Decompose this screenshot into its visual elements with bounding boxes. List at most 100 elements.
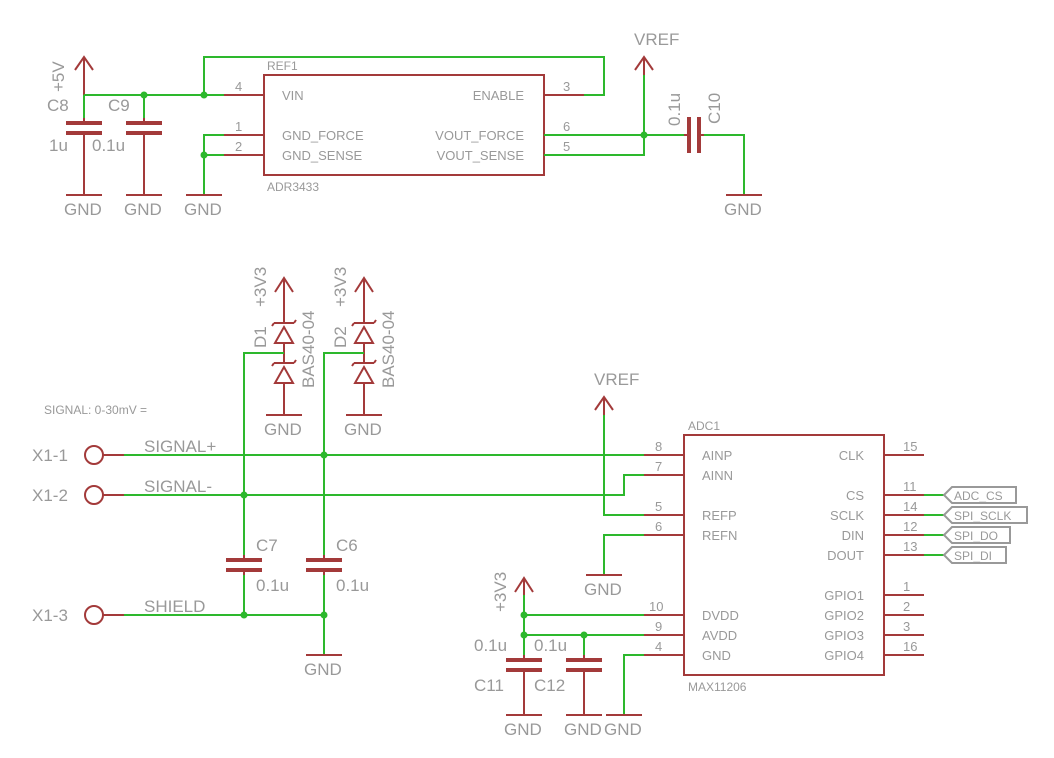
ref1-pin-enable: ENABLE — [473, 88, 525, 103]
ref1-pin-gnd-sense: GND_SENSE — [282, 148, 363, 163]
junction — [240, 611, 248, 619]
svg-text:GND: GND — [304, 660, 342, 679]
junction — [320, 611, 328, 619]
adc1-chip: ADC1 MAX11206 8 7 5 6 10 — [644, 419, 924, 694]
adc-cs-label: ADC_CS — [954, 489, 1003, 503]
gnd-symbol: GND — [264, 414, 302, 439]
vref-net-wires — [544, 75, 745, 195]
adc1-name: ADC1 — [688, 419, 720, 433]
svg-text:GND: GND — [64, 200, 102, 219]
adc1-part: MAX11206 — [688, 680, 747, 694]
d2-name: D2 — [331, 326, 350, 348]
net-label-spi-sclk: SPI_SCLK — [942, 506, 1028, 524]
spi-di-label: SPI_DI — [954, 549, 992, 563]
adc-supply-label: +3V3 — [491, 572, 510, 612]
junction — [140, 91, 148, 99]
vref-supply-symbol: VREF — [594, 370, 639, 415]
adc1-pin-gnd: GND — [702, 648, 731, 663]
adc1-pin-cs: CS — [846, 488, 864, 503]
svg-text:GND: GND — [124, 200, 162, 219]
vref-label-top: VREF — [634, 30, 679, 49]
gnd-symbol: GND — [564, 714, 602, 739]
connector-x1-2: X1-2 — [32, 485, 124, 505]
svg-text:13: 13 — [903, 539, 917, 554]
capacitor-c6: C6 0.1u — [306, 536, 369, 595]
c7-value: 0.1u — [256, 576, 289, 595]
svg-text:10: 10 — [649, 599, 663, 614]
connector-x1-3: X1-3 — [32, 605, 124, 625]
vref-label-adc: VREF — [594, 370, 639, 389]
ref1-name: REF1 — [267, 59, 298, 73]
c11-value: 0.1u — [474, 636, 507, 655]
adc1-pin-dvdd: DVDD — [702, 608, 739, 623]
d2-supply-label: +3V3 — [331, 267, 350, 307]
c11-name: C11 — [474, 676, 504, 695]
net-shield: SHIELD — [144, 597, 205, 616]
svg-text:15: 15 — [903, 439, 917, 454]
ref-gnd-wires — [200, 134, 264, 195]
svg-text:4: 4 — [235, 79, 242, 94]
ref1-chip: REF1 ADR3433 4 1 2 3 6 5 VIN GND_FORCE G… — [224, 59, 584, 194]
spi-sclk-label: SPI_SCLK — [954, 509, 1011, 523]
svg-text:GND: GND — [604, 720, 642, 739]
input-section: SIGNAL: 0-30mV = +3V3 D1 BAS40-04 GN — [32, 267, 684, 679]
junction — [640, 131, 648, 139]
c7-name: C7 — [256, 536, 278, 555]
svg-text:GND: GND — [564, 720, 602, 739]
adc1-pin-din: DIN — [842, 528, 864, 543]
svg-text:1: 1 — [235, 119, 242, 134]
junction — [240, 491, 248, 499]
net-label-adc-cs: ADC_CS — [942, 486, 1017, 504]
c9-value: 0.1u — [92, 136, 125, 155]
junction — [200, 151, 208, 159]
voltage-reference-section: +5V C8 1u C9 0.1u — [47, 30, 762, 219]
signal-wires: SIGNAL+ SIGNAL- SHIELD — [124, 437, 684, 655]
vin-net-wires — [83, 56, 605, 118]
net-signal-pos: SIGNAL+ — [144, 437, 216, 456]
junction — [580, 631, 588, 639]
adc1-pin-gpio1: GPIO1 — [824, 588, 864, 603]
c6-name: C6 — [336, 536, 358, 555]
svg-text:GND: GND — [184, 200, 222, 219]
svg-text:GND: GND — [724, 200, 762, 219]
svg-text:6: 6 — [655, 519, 662, 534]
ref1-pin-vout-sense: VOUT_SENSE — [437, 148, 525, 163]
p5v-label: +5V — [49, 61, 68, 92]
adc1-pin-clk: CLK — [839, 448, 865, 463]
adc1-pin-refn: REFN — [702, 528, 737, 543]
adc1-pin-ainn: AINN — [702, 468, 733, 483]
net-label-spi-di: SPI_DI — [942, 546, 1007, 564]
signal-note: SIGNAL: 0-30mV = — [44, 403, 147, 417]
diode-tap-wires — [243, 352, 364, 555]
adc1-pin-gpio4: GPIO4 — [824, 648, 864, 663]
x1-2-label: X1-2 — [32, 486, 68, 505]
net-label-spi-do: SPI_DO — [942, 526, 1011, 544]
gnd-symbol: GND — [64, 194, 102, 219]
svg-text:GND: GND — [584, 580, 622, 599]
c6-value: 0.1u — [336, 576, 369, 595]
c8-value: 1u — [49, 136, 68, 155]
gnd-symbol: GND — [504, 714, 542, 739]
adc1-pin-gpio3: GPIO3 — [824, 628, 864, 643]
svg-text:GND: GND — [504, 720, 542, 739]
svg-text:14: 14 — [903, 499, 917, 514]
adc1-pin-avdd: AVDD — [702, 628, 737, 643]
junction — [200, 91, 208, 99]
svg-text:3: 3 — [903, 619, 910, 634]
vref-supply-symbol: VREF — [634, 30, 679, 75]
x1-3-label: X1-3 — [32, 606, 68, 625]
c9-name: C9 — [108, 96, 130, 115]
net-signal-neg: SIGNAL- — [144, 477, 212, 496]
gnd-symbol: GND — [604, 714, 642, 739]
x1-1-label: X1-1 — [32, 446, 68, 465]
gnd-symbol: GND — [344, 414, 382, 439]
gnd-symbol: GND — [724, 194, 762, 219]
svg-text:GND: GND — [344, 420, 382, 439]
connector-x1-1: X1-1 — [32, 445, 124, 465]
junction — [320, 451, 328, 459]
gnd-symbol: GND — [584, 574, 622, 599]
c10-value: 0.1u — [665, 93, 684, 126]
capacitor-c11: 0.1u C11 — [474, 636, 542, 715]
adc1-pin-gpio2: GPIO2 — [824, 608, 864, 623]
c12-value: 0.1u — [534, 636, 567, 655]
